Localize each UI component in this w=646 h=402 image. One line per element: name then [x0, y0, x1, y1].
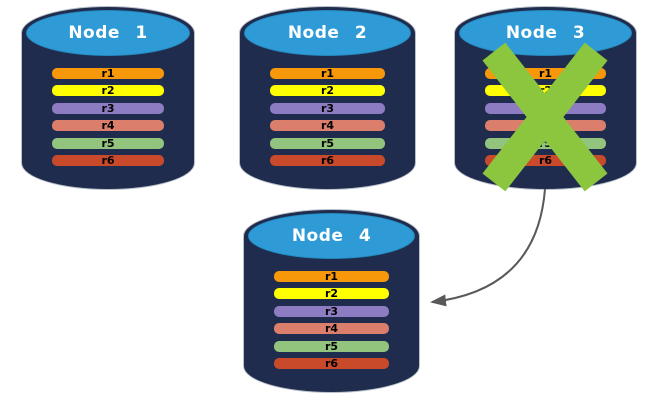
- node-4-row-r4: r4: [274, 322, 389, 336]
- node-1-row-r2: r2: [52, 84, 164, 98]
- node-2-row-r5: r5: [270, 136, 385, 150]
- node-1-row-r5: r5: [52, 136, 164, 150]
- row-label: r6: [101, 153, 115, 167]
- row-label: r6: [324, 356, 339, 370]
- row-label: r1: [538, 67, 553, 80]
- failover-arrow: [430, 188, 546, 307]
- row-label: r5: [538, 136, 553, 150]
- node-4-rows: r1 r2 r3 r4 r5 r6: [274, 271, 389, 369]
- arrow-curve: [430, 188, 546, 307]
- node-4-row-r5: r5: [274, 339, 389, 353]
- node-2-row-r1: r1: [270, 68, 385, 79]
- row-label: r5: [320, 136, 335, 150]
- row-label: r4: [320, 119, 335, 133]
- node-2-row-r6: r6: [270, 153, 385, 167]
- node-3-row-r5: r5: [485, 136, 606, 150]
- row-label: r3: [320, 101, 335, 115]
- node-3-row-r1: r1: [485, 68, 606, 79]
- node-1-row-r6: r6: [52, 153, 164, 167]
- node-2-rows: r1 r2 r3 r4 r5 r6: [270, 68, 385, 166]
- node-1-row-r1: r1: [52, 68, 164, 79]
- node-2-row-r4: r4: [270, 119, 385, 133]
- node-2-label: Node 2: [287, 23, 368, 43]
- node-4-top: Node 4: [248, 213, 415, 259]
- row-label: r2: [101, 84, 115, 98]
- row-label: r4: [324, 322, 339, 336]
- node-4-row-r2: r2: [274, 287, 389, 301]
- node-4-row-r1: r1: [274, 271, 389, 282]
- node-2-row-r3: r3: [270, 101, 385, 115]
- row-label: r3: [324, 304, 339, 318]
- node-3-row-r6: r6: [485, 153, 606, 167]
- node-2: Node 2 r1 r2 r3 r4 r5 r6: [240, 7, 415, 189]
- row-label: r6: [538, 153, 553, 167]
- node-1-label: Node 1: [68, 23, 148, 43]
- node-1-row-r4: r4: [52, 119, 164, 133]
- node-2-row-r2: r2: [270, 84, 385, 98]
- row-label: r3: [101, 101, 115, 115]
- row-label: r1: [320, 67, 335, 80]
- row-label: r5: [101, 136, 115, 150]
- row-label: r1: [101, 67, 115, 80]
- node-4-label: Node 4: [291, 226, 372, 246]
- row-label: r5: [324, 339, 339, 353]
- node-3-top: Node 3: [459, 10, 632, 56]
- node-4: Node 4 r1 r2 r3 r4 r5 r6: [244, 210, 419, 392]
- node-3-label: Node 3: [505, 23, 586, 43]
- node-4-row-r6: r6: [274, 356, 389, 370]
- row-label: r4: [101, 119, 115, 133]
- row-label: r2: [324, 287, 339, 301]
- row-label: r1: [324, 270, 339, 283]
- node-1-top: Node 1: [26, 10, 190, 56]
- node-4-row-r3: r3: [274, 304, 389, 318]
- row-label: r2: [320, 84, 335, 98]
- node-1-row-r3: r3: [52, 101, 164, 115]
- node-1-rows: r1 r2 r3 r4 r5 r6: [52, 68, 164, 166]
- node-2-top: Node 2: [244, 10, 411, 56]
- node-1: Node 1 r1 r2 r3 r4 r5 r6: [22, 7, 194, 189]
- node-3: Node 3 r1 r2 r3 r4 r5 r6: [455, 7, 636, 192]
- row-label: r6: [320, 153, 335, 167]
